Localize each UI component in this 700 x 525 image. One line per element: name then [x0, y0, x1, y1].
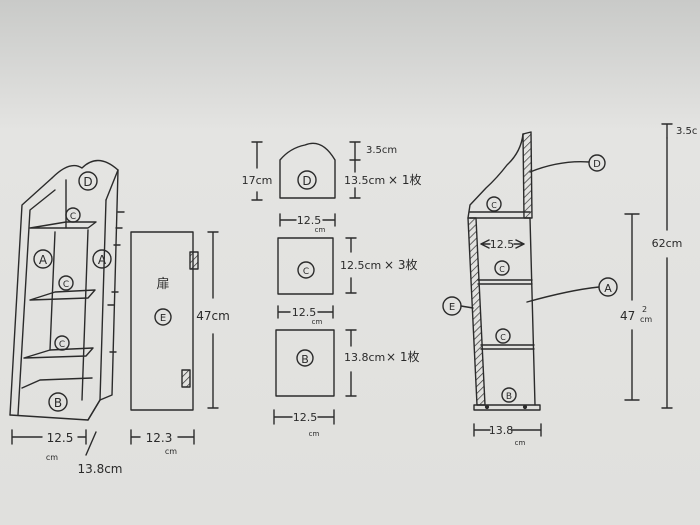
- shelf-depth-label: 13.8cm: [77, 462, 122, 476]
- hinge-bottom: [181, 369, 191, 388]
- side-label-e: E: [449, 302, 455, 313]
- door-panel: [130, 231, 194, 411]
- panel-d-side: 13.5cm: [344, 174, 385, 187]
- shelf-label-d: D: [83, 175, 92, 189]
- back-board: [522, 131, 533, 219]
- door-height-label: 47cm: [196, 309, 230, 323]
- panel-b-width-unit: cm: [309, 430, 320, 438]
- side-depth: 13.8: [489, 424, 514, 437]
- top-profile: [467, 133, 524, 219]
- shelf-top-crest: [51, 159, 119, 201]
- shelf-width-label: 12.5: [47, 431, 74, 445]
- panel-c-width: 12.5: [292, 306, 317, 319]
- side-label-c-top: C: [491, 201, 497, 210]
- panel-b-label: B: [301, 353, 309, 366]
- side-height-label: 62cm: [652, 237, 683, 250]
- door-view: [130, 231, 219, 445]
- top-shelf: [469, 211, 531, 219]
- shelf-label-a-left: A: [39, 253, 48, 267]
- panel-d-label: D: [302, 174, 311, 188]
- shelf-width-unit: cm: [46, 453, 58, 462]
- panel-b-drawing: [273, 329, 357, 425]
- shelf-d-circle: [78, 171, 98, 191]
- shelf-label-c-mid: C: [63, 280, 69, 290]
- panel-c-label: C: [303, 267, 309, 277]
- bookshelf-perspective: [9, 159, 125, 456]
- panel-b-shape: [275, 329, 335, 397]
- side-label-b: B: [506, 392, 512, 402]
- shelf-label-c-top: C: [70, 212, 76, 222]
- side-depth-unit: cm: [515, 439, 526, 447]
- shelf-label-b: B: [54, 396, 62, 410]
- side-label-c-mid: C: [499, 265, 505, 274]
- panel-d-arch: 3.5cm: [366, 145, 397, 156]
- panel-d-qty: × 1枚: [388, 172, 422, 187]
- panel-b-qty: × 1枚: [386, 349, 420, 364]
- panel-b-side: 13.8cm: [344, 351, 385, 364]
- panel-d-height: 17cm: [242, 174, 273, 187]
- panel-d-width-unit: cm: [315, 226, 326, 234]
- side-mid-height-frac: 2: [642, 305, 647, 314]
- side-section: [442, 123, 673, 437]
- shelf-label-a-right: A: [98, 253, 107, 267]
- shelf-label-c-low: C: [59, 340, 65, 350]
- side-mid-height-unit: cm: [640, 315, 652, 324]
- shelf-left-post: [9, 177, 53, 416]
- labels: D C A A C C B 12.5 cm 13.8cm 扉 E 47cm 12…: [39, 126, 698, 476]
- panel-d-width: 12.5: [297, 214, 322, 227]
- side-label-c-low: C: [500, 333, 506, 342]
- bottom-plate: [473, 404, 541, 411]
- panel-d-drawing: [251, 141, 361, 227]
- door-width-unit: cm: [165, 447, 177, 456]
- panel-c-shape: [277, 237, 334, 295]
- panel-c-qty: × 3枚: [384, 257, 418, 272]
- side-inner-width: 12.5: [490, 238, 515, 251]
- side-label-d: D: [593, 159, 601, 170]
- panel-c-side: 12.5cm: [340, 259, 381, 272]
- side-label-a: A: [604, 282, 612, 295]
- panel-c-width-unit: cm: [312, 318, 323, 326]
- door-kanji: 扉: [156, 276, 169, 292]
- door-label-e: E: [160, 313, 166, 324]
- hinge-top: [189, 251, 199, 270]
- panel-d-shape: [279, 142, 336, 199]
- panel-c-drawing: [277, 237, 357, 319]
- side-mid-height: 47: [620, 309, 635, 323]
- panel-b-width: 12.5: [293, 411, 318, 424]
- shelf-base: [9, 399, 101, 421]
- door-width-label: 12.3: [146, 431, 173, 445]
- side-top-label: 3.5c: [676, 126, 697, 137]
